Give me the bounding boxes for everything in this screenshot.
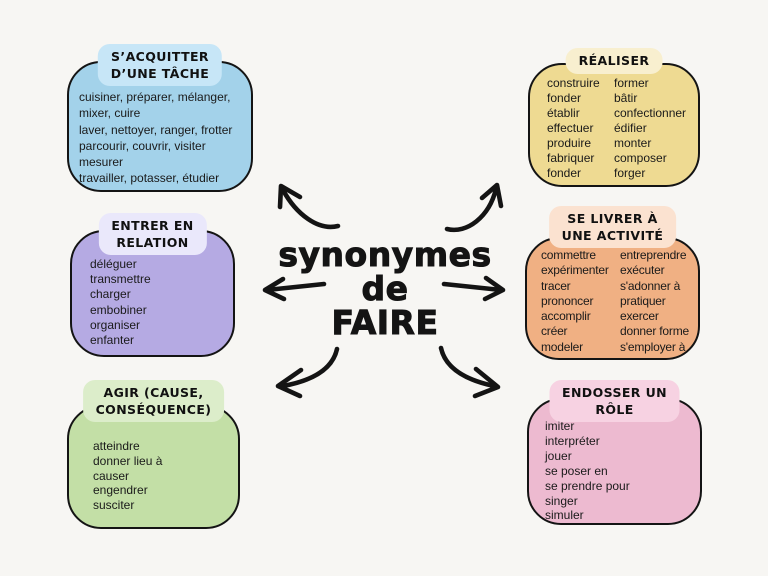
synonym-line: pratiquer [620, 293, 666, 308]
label-line: ENTRER EN [111, 218, 194, 233]
synonym-line: mixer, cuire [79, 106, 141, 121]
synonym-line: établir [547, 106, 580, 120]
synonym-column-1: commettre expérimenter tracer prononcer … [541, 248, 620, 355]
label-line: D’UNE TÂCHE [110, 65, 210, 81]
synonym-line: modeler [541, 339, 583, 354]
synonym-list: cuisiner, préparer, mélanger, mixer, cui… [69, 63, 251, 187]
box-label-role: ENDOSSER UN RÔLE [549, 380, 680, 422]
synonym-line: entreprendre [620, 248, 687, 262]
box-label-sacquitter: S’ACQUITTER D’UNE TÂCHE [97, 44, 223, 86]
synonym-line: cuisiner, préparer, mélanger, [79, 90, 231, 104]
synonym-line: créer [541, 324, 568, 339]
synonym-line: embobiner [90, 302, 147, 317]
synonym-line: travailler, potasser, étudier [79, 171, 220, 186]
label-line: UNE ACTIVITÉ [561, 227, 664, 243]
page-title: synonymes de FAIRE [262, 235, 508, 342]
synonym-line: effectuer [547, 121, 594, 135]
synonym-line: bâtir [614, 91, 638, 105]
label-line: AGIR (CAUSE, [103, 385, 204, 400]
synonym-line: interpréter [545, 433, 600, 448]
synonym-column-2: entreprendre exécuter s'adonner à pratiq… [620, 248, 689, 355]
box-agir-cause-consequence: AGIR (CAUSE, CONSÉQUENCE) atteindre donn… [67, 380, 240, 529]
synonym-line: déléguer [90, 257, 137, 271]
box-realiser: RÉALISER construire fonder établir effec… [528, 48, 700, 187]
synonym-line: fonder [547, 166, 582, 180]
label-line: RELATION [116, 234, 189, 250]
synonym-line: fabriquer [547, 151, 595, 165]
synonym-line: construire [547, 76, 600, 90]
synonym-line: s'employer à [620, 339, 686, 354]
synonym-list: déléguer transmettre charger embobiner o… [72, 232, 233, 348]
synonym-line: transmettre [90, 272, 151, 287]
box-se-livrer-activite: SE LIVRER À UNE ACTIVITÉ commettre expér… [525, 206, 700, 360]
synonym-line: produire [547, 136, 592, 150]
synonym-line: forger [614, 166, 646, 180]
synonym-line: exercer [620, 309, 659, 324]
label-line: RÉALISER [578, 53, 650, 68]
label-line: SE LIVRER À [567, 211, 658, 226]
synonym-line: atteindre [93, 439, 140, 453]
label-line: S’ACQUITTER [111, 49, 209, 64]
box-label-realiser: RÉALISER [565, 48, 663, 74]
label-line: RÔLE [595, 401, 634, 417]
synonym-line: organiser [90, 317, 141, 332]
synonym-line: commettre [541, 248, 596, 262]
synonym-line: accomplir [541, 309, 591, 324]
box-entrer-en-relation: ENTRER EN RELATION déléguer transmettre … [70, 213, 235, 357]
synonym-line: s'adonner à [620, 278, 681, 293]
box-label-relation: ENTRER EN RELATION [98, 213, 207, 255]
box-label-activite: SE LIVRER À UNE ACTIVITÉ [548, 206, 677, 248]
synonym-line: laver, nettoyer, ranger, frotter [79, 122, 233, 137]
synonym-line: former [614, 76, 649, 90]
synonym-line: parcourir, couvrir, visiter [79, 138, 206, 153]
synonym-line: donner forme [620, 324, 689, 339]
synonym-line: charger [90, 287, 131, 302]
arrow-top-left-icon [277, 183, 341, 230]
synonym-line: mesurer [79, 155, 124, 170]
label-line: CONSÉQUENCE) [95, 401, 212, 417]
synonym-column-1: construire fonder établir effectuer prod… [547, 76, 614, 181]
synonym-line: exécuter [620, 263, 665, 278]
box-label-agir: AGIR (CAUSE, CONSÉQUENCE) [82, 380, 225, 422]
synonym-list: imiter interpréter jouer se poser en se … [529, 400, 700, 523]
synonym-line: causer [93, 468, 130, 483]
synonym-line: composer [614, 151, 667, 165]
synonym-line: se prendre pour [545, 478, 630, 493]
synonym-line: prononcer [541, 293, 594, 308]
synonym-line: engendrer [93, 483, 148, 498]
synonym-line: fonder [547, 91, 582, 105]
arrow-right-icon [441, 275, 506, 302]
title-line-1: synonymes [278, 235, 492, 274]
synonym-line: donner lieu à [93, 453, 163, 468]
synonym-column-2: former bâtir confectionner édifier monte… [614, 76, 686, 181]
box-endosser-un-role: ENDOSSER UN RÔLE imiter interpréter joue… [527, 380, 702, 525]
synonym-line: singer [545, 493, 578, 508]
arrow-bottom-left-icon [275, 346, 340, 399]
synonym-list: construire fonder établir effectuer prod… [530, 65, 698, 181]
synonym-line: tracer [541, 278, 571, 293]
synonym-list: commettre expérimenter tracer prononcer … [527, 239, 698, 355]
synonym-line: enfanter [90, 333, 135, 348]
synonym-line: monter [614, 136, 652, 150]
box-sacquitter-tache: S’ACQUITTER D’UNE TÂCHE cuisiner, prépar… [67, 44, 253, 192]
synonym-line: susciter [93, 498, 135, 513]
synonym-line: simuler [545, 508, 584, 523]
arrow-top-right-icon [444, 182, 504, 233]
title-line-3: FAIRE [331, 303, 439, 342]
synonym-line: imiter [545, 419, 575, 433]
synonym-list: atteindre donner lieu à causer engendrer… [69, 407, 238, 513]
synonym-line: édifier [614, 121, 647, 135]
label-line: ENDOSSER UN [562, 385, 667, 400]
synonym-line: expérimenter [541, 263, 609, 278]
arrow-bottom-right-icon [438, 345, 501, 399]
title-line-2: de [361, 269, 409, 308]
synonym-line: se poser en [545, 463, 608, 478]
arrow-left-icon [262, 276, 327, 302]
synonym-line: jouer [545, 448, 572, 463]
synonym-line: confectionner [614, 106, 687, 120]
